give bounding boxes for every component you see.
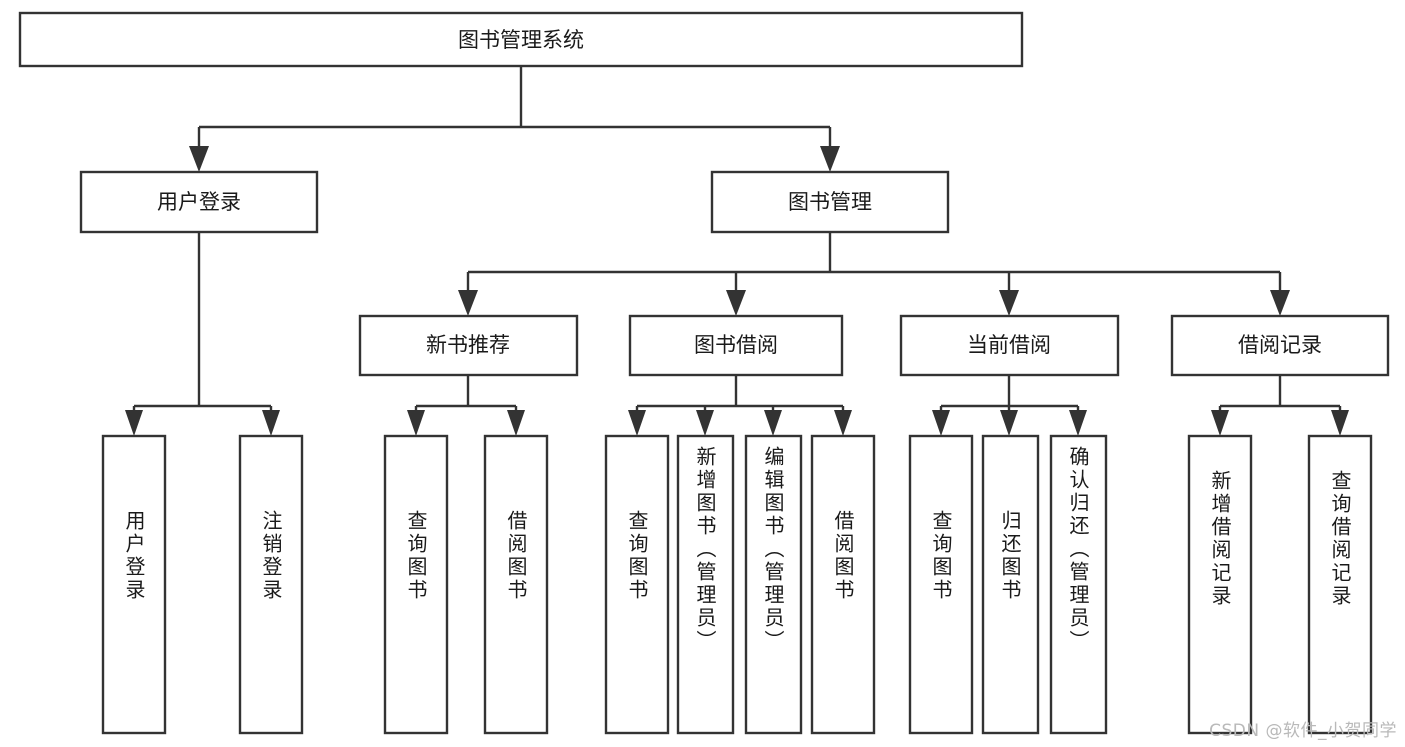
node-leaf-edit-book-label: 编辑图书（管理员） — [761, 446, 785, 653]
arrow-head-icon — [1211, 410, 1229, 436]
node-leaf-query-record-label: 查询借阅记录 — [1328, 470, 1352, 608]
node-leaf-add-book-label: 新增图书（管理员） — [693, 446, 717, 653]
node-borrow-record[interactable]: 借阅记录 — [1170, 314, 1390, 377]
node-leaf-confirm-return-box[interactable] — [1049, 434, 1108, 735]
arrow-head-icon — [1270, 290, 1290, 316]
arrow-head-icon — [726, 290, 746, 316]
node-leaf-query-record-box[interactable] — [1307, 434, 1373, 735]
node-user-login-box[interactable] — [79, 170, 319, 234]
node-leaf-logout[interactable]: 注销登录 — [238, 434, 304, 735]
arrow-head-icon — [764, 410, 782, 436]
node-leaf-borrow-book-2[interactable]: 借阅图书 — [810, 434, 876, 735]
node-leaf-borrow-book-1-label: 借阅图书 — [504, 510, 528, 602]
arrow-head-icon — [834, 410, 852, 436]
node-leaf-add-record-box[interactable] — [1187, 434, 1253, 735]
node-leaf-logout-box[interactable] — [238, 434, 304, 735]
node-new-book-recommend[interactable]: 新书推荐 — [358, 314, 579, 377]
node-book-borrow-box[interactable] — [628, 314, 844, 377]
node-root-box[interactable] — [18, 11, 1024, 68]
arrow-head-icon — [458, 290, 478, 316]
node-leaf-add-book-box[interactable] — [676, 434, 735, 735]
node-user-login-label: 用户登录 — [157, 190, 241, 214]
node-leaf-borrow-book-1[interactable]: 借阅图书 — [483, 434, 549, 735]
node-book-manage-box[interactable] — [710, 170, 950, 234]
node-book-manage[interactable]: 图书管理 — [710, 170, 950, 234]
node-user-login[interactable]: 用户登录 — [79, 170, 319, 234]
node-book-borrow-label: 图书借阅 — [694, 333, 778, 357]
arrow-head-icon — [1069, 410, 1087, 436]
node-leaf-return-book-box[interactable] — [981, 434, 1040, 735]
node-book-manage-label: 图书管理 — [788, 190, 872, 214]
node-leaf-borrow-book-2-box[interactable] — [810, 434, 876, 735]
arrow-head-icon — [262, 410, 280, 436]
arrow-head-icon — [999, 290, 1019, 316]
node-new-book-recommend-box[interactable] — [358, 314, 579, 377]
arrow-head-icon — [628, 410, 646, 436]
node-leaf-edit-book-box[interactable] — [744, 434, 803, 735]
node-leaf-query-book-2-box[interactable] — [604, 434, 670, 735]
node-leaf-query-book-2[interactable]: 查询图书 — [604, 434, 670, 735]
node-root-label: 图书管理系统 — [458, 28, 584, 52]
node-leaf-query-book-2-label: 查询图书 — [625, 510, 649, 602]
node-leaf-return-book[interactable]: 归还图书 — [981, 434, 1040, 735]
node-leaf-query-book-3-box[interactable] — [908, 434, 974, 735]
node-leaf-edit-book[interactable]: 编辑图书（管理员） — [744, 434, 803, 735]
node-leaf-query-book-3[interactable]: 查询图书 — [908, 434, 974, 735]
edge-group — [125, 66, 1349, 436]
arrow-head-icon — [125, 410, 143, 436]
node-borrow-record-box[interactable] — [1170, 314, 1390, 377]
node-leaf-query-book-1-box[interactable] — [383, 434, 449, 735]
node-leaf-query-book-1-label: 查询图书 — [404, 510, 428, 602]
node-leaf-user-login[interactable]: 用户登录 — [101, 434, 167, 735]
node-current-borrow-box[interactable] — [899, 314, 1120, 377]
node-root[interactable]: 图书管理系统 — [18, 11, 1024, 68]
node-leaf-user-login-label: 用户登录 — [122, 510, 146, 602]
arrow-head-icon — [820, 146, 840, 172]
node-book-borrow[interactable]: 图书借阅 — [628, 314, 844, 377]
node-current-borrow[interactable]: 当前借阅 — [899, 314, 1120, 377]
arrow-head-icon — [1000, 410, 1018, 436]
arrow-head-icon — [189, 146, 209, 172]
node-leaf-query-book-1[interactable]: 查询图书 — [383, 434, 449, 735]
node-leaf-borrow-book-2-label: 借阅图书 — [831, 510, 855, 602]
node-leaf-add-book[interactable]: 新增图书（管理员） — [676, 434, 735, 735]
node-borrow-record-label: 借阅记录 — [1238, 333, 1322, 357]
node-leaf-query-record[interactable]: 查询借阅记录 — [1307, 434, 1373, 735]
arrow-head-icon — [507, 410, 525, 436]
node-leaf-borrow-book-1-box[interactable] — [483, 434, 549, 735]
arrow-head-icon — [1331, 410, 1349, 436]
arrow-head-icon — [696, 410, 714, 436]
node-leaf-confirm-return-label: 确认归还（管理员） — [1066, 446, 1090, 653]
node-new-book-recommend-label: 新书推荐 — [426, 333, 510, 357]
node-leaf-add-record[interactable]: 新增借阅记录 — [1187, 434, 1253, 735]
node-leaf-query-book-3-label: 查询图书 — [929, 510, 953, 602]
arrow-head-icon — [932, 410, 950, 436]
node-leaf-add-record-label: 新增借阅记录 — [1208, 470, 1232, 608]
node-leaf-user-login-box[interactable] — [101, 434, 167, 735]
node-leaf-return-book-label: 归还图书 — [998, 510, 1022, 602]
arrow-head-icon — [407, 410, 425, 436]
node-leaf-logout-label: 注销登录 — [259, 510, 283, 602]
node-leaf-confirm-return[interactable]: 确认归还（管理员） — [1049, 434, 1108, 735]
node-current-borrow-label: 当前借阅 — [967, 333, 1051, 357]
